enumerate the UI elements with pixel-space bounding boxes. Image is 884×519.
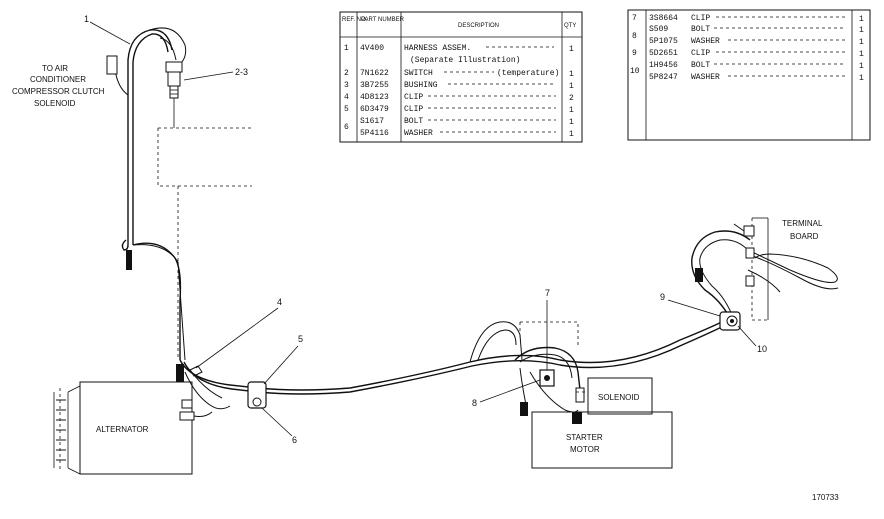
table-right-qty: 1 [859, 50, 864, 59]
table-left-desc: SWITCH [404, 69, 433, 78]
clip-5 [247, 381, 267, 409]
table-right-desc: WASHER [691, 73, 720, 82]
callout-10: 10 [757, 344, 767, 354]
upper-harness [106, 27, 252, 360]
clip-7 [539, 369, 555, 387]
table-right-ref: 8 [632, 32, 637, 41]
table-right-desc: WASHER [691, 37, 720, 46]
table-right-part: 5P8247 [649, 73, 678, 82]
trunk-plug [126, 250, 132, 270]
starter-motor-label: STARTER [566, 433, 603, 442]
table-right-ref: 9 [632, 49, 637, 58]
table-left-part: 4D8123 [360, 93, 389, 102]
starter-motor: STARTER MOTOR [531, 411, 673, 469]
terminal-board-label: BOARD [790, 232, 819, 241]
table-left-part: 6D3479 [360, 105, 389, 114]
header-part-number: PART NUMBER [361, 17, 405, 23]
table-left-desc: (Separate Illustration) [410, 56, 520, 65]
parts-table-right: 7 3S8664 CLIP 1 8 S509 BOLT 1 5P1075 WAS… [627, 9, 871, 141]
callout-5: 5 [298, 334, 303, 344]
table-left-ref: 1 [344, 44, 349, 53]
table-right-desc: BOLT [691, 25, 710, 34]
header-ref: REF. NO. [342, 17, 368, 23]
table-left-desc: BOLT [404, 117, 423, 126]
table-left-desc: WASHER [404, 129, 433, 138]
callout-7: 7 [545, 288, 550, 298]
parts-table-left: REF. NO. PART NUMBER DESCRIPTION QTY 1 4… [339, 11, 583, 143]
header-qty: QTY [564, 23, 576, 29]
clip-4 [189, 365, 203, 377]
table-right-part: S509 [649, 25, 668, 34]
callout-6: 6 [292, 435, 297, 445]
trunk-connector [121, 239, 186, 361]
table-right-desc: BOLT [691, 61, 710, 70]
temperature-switch [165, 61, 183, 99]
air-conditioner-label-line: TO AIR [42, 64, 68, 73]
table-left-desc: CLIP [404, 105, 423, 114]
starter-motor-label: MOTOR [570, 445, 600, 454]
table-left-qty: 1 [569, 130, 574, 139]
table-left-part: 5P4116 [360, 129, 389, 138]
air-conditioner-label-line: SOLENOID [34, 99, 76, 108]
solenoid: SOLENOID [576, 377, 653, 415]
starter-branch [469, 321, 585, 424]
table-left-ref: 5 [344, 105, 349, 114]
table-left-part: 7N1622 [360, 69, 389, 78]
callout-2-3: 2-3 [235, 67, 248, 77]
table-right-qty: 1 [859, 74, 864, 83]
starter-plug [520, 402, 528, 416]
table-right-qty: 1 [859, 15, 864, 24]
table-right-part: 5D2651 [649, 49, 678, 58]
air-conditioner-label-line: COMPRESSOR CLUTCH [12, 87, 105, 96]
clip-9 [719, 311, 741, 331]
table-left-desc2: (temperature) [497, 69, 559, 78]
table-right-qty: 1 [859, 38, 864, 47]
table-left-part: S1617 [360, 117, 384, 126]
air-conditioner-label-line: CONDITIONER [30, 75, 86, 84]
figure-number: 170733 [812, 493, 839, 502]
table-right-desc: CLIP [691, 49, 710, 58]
alternator: ALTERNATOR [53, 381, 213, 475]
callout-8: 8 [472, 398, 477, 408]
terminal-board-branch [691, 230, 839, 331]
terminal-board-label: TERMINAL [782, 219, 823, 228]
table-left-ref: 6 [344, 123, 349, 132]
table-right-desc: CLIP [691, 14, 710, 23]
air-conditioner-label: TO AIR CONDITIONER COMPRESSOR CLUTCH SOL… [12, 64, 105, 108]
table-left-qty: 1 [569, 118, 574, 127]
terminal-plug [695, 268, 703, 282]
terminal-board: TERMINAL BOARD [733, 217, 823, 321]
starter-terminal [572, 412, 582, 424]
table-left-desc: BUSHING [404, 81, 438, 90]
table-left-qty: 1 [569, 106, 574, 115]
alternator-label: ALTERNATOR [96, 425, 149, 434]
table-right-ref: 10 [630, 67, 640, 76]
table-left-part: 3B7255 [360, 81, 389, 90]
ac-connector [106, 55, 118, 75]
callout-9: 9 [660, 292, 665, 302]
table-right-part: 3S8664 [649, 14, 678, 23]
table-right-qty: 1 [859, 62, 864, 71]
table-left-ref: 3 [344, 81, 349, 90]
header-description: DESCRIPTION [458, 23, 499, 29]
solenoid-label: SOLENOID [598, 393, 640, 402]
table-left-qty: 1 [569, 82, 574, 91]
table-left-qty: 2 [569, 94, 574, 103]
alt-plug [176, 364, 184, 382]
table-left-ref: 4 [344, 93, 349, 102]
table-left-qty: 1 [569, 45, 574, 54]
table-left-desc: CLIP [404, 93, 423, 102]
table-left-ref: 2 [344, 69, 349, 78]
table-left-desc: HARNESS ASSEM. [404, 44, 471, 53]
callouts: 1 2-3 4 5 6 7 8 9 10 [84, 14, 767, 445]
table-right-ref: 7 [632, 14, 637, 23]
callout-1: 1 [84, 14, 89, 24]
table-right-part: 1H9456 [649, 61, 678, 70]
callout-4: 4 [277, 297, 282, 307]
table-right-part: 5P1075 [649, 37, 678, 46]
table-right-qty: 1 [859, 26, 864, 35]
table-left-qty: 1 [569, 70, 574, 79]
table-left-part: 4V400 [360, 44, 384, 53]
